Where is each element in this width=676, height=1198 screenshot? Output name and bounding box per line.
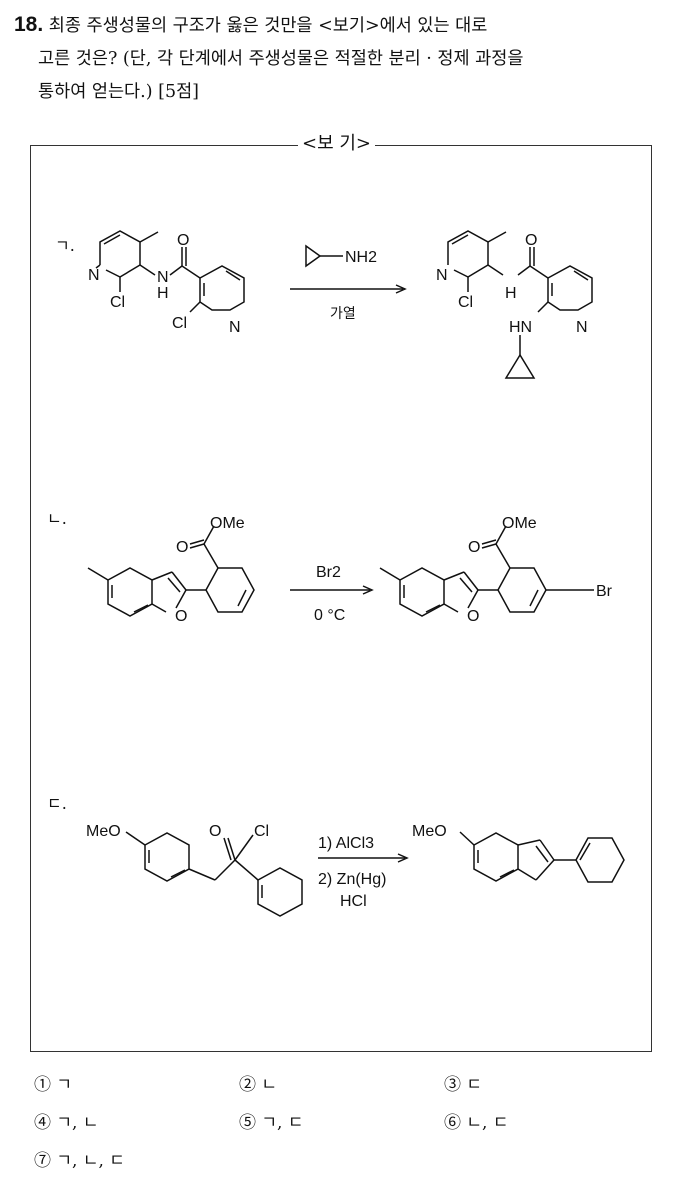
item-label-c: ㄷ. — [47, 794, 67, 813]
atom-a-n2: N — [157, 269, 169, 286]
atom-b-ome2: OMe — [502, 515, 537, 532]
choice-5[interactable]: ⑤ ㄱ, ㄷ — [239, 1113, 304, 1133]
choice-2[interactable]: ② ㄴ — [239, 1075, 278, 1095]
atom-a-p-n1: N — [436, 267, 448, 284]
reagent-c-step1: 1) AlCl3 — [318, 835, 374, 852]
question-line-2: 고른 것은? (단, 각 단계에서 주생성물은 적절한 분리 · 정제 과정을 — [38, 49, 524, 69]
reagent-c-step2b: HCl — [340, 893, 367, 910]
reactant-b — [87, 525, 255, 617]
reagent-b-temp: 0 °C — [314, 607, 345, 624]
question-number: 18. — [14, 13, 44, 36]
choice-1[interactable]: ① ㄱ — [34, 1075, 73, 1095]
reagent-a-nh2: NH2 — [345, 249, 377, 266]
atom-a-cl1: Cl — [110, 294, 125, 311]
atom-c-meo1: MeO — [86, 823, 121, 840]
product-c — [459, 831, 625, 883]
choice-7[interactable]: ⑦ ㄱ, ㄴ, ㄷ — [34, 1151, 125, 1171]
atom-b-br: Br — [596, 583, 613, 600]
reaction-a: N Cl N H O Cl N NH2 가열 — [88, 230, 593, 379]
atom-b-o2: O — [175, 608, 187, 625]
atom-c-o: O — [209, 823, 221, 840]
atom-b-ome1: OMe — [210, 515, 245, 532]
example-box-title: <보 기> — [298, 133, 376, 155]
atom-b-o4: O — [467, 608, 479, 625]
atom-a-h1: H — [157, 285, 169, 302]
arrow-b-head — [362, 585, 374, 595]
atom-a-p-cl: Cl — [458, 294, 473, 311]
atom-a-p-hn: HN — [509, 319, 532, 336]
item-label-b: ㄴ. — [47, 509, 67, 528]
question-line-3: 통하여 얻는다.) [5점] — [38, 82, 200, 102]
atom-a-p-n3: N — [576, 319, 588, 336]
reactant-a-amide — [139, 247, 201, 279]
atom-c-cl: Cl — [254, 823, 269, 840]
atom-b-o3: O — [468, 539, 480, 556]
arrow-a-head — [395, 284, 407, 294]
choice-6[interactable]: ⑥ ㄴ, ㄷ — [444, 1113, 509, 1133]
arrow-c-head — [397, 853, 409, 863]
reagent-a-cyclopropyl — [305, 244, 343, 268]
reactant-a-pyridine-2 — [189, 265, 245, 313]
question-text: 18. 최종 주생성물의 구조가 옳은 것만을 <보기>에서 있는 대로 고른 … — [14, 8, 664, 109]
choice-4[interactable]: ④ ㄱ, ㄴ — [34, 1113, 99, 1133]
reactant-a-pyridine-1 — [95, 230, 159, 292]
atom-c-meo2: MeO — [412, 823, 447, 840]
atom-a-o1: O — [177, 232, 189, 249]
choice-3[interactable]: ③ ㄷ — [444, 1075, 483, 1095]
atom-a-p-o: O — [525, 232, 537, 249]
reaction-b: OMe O O Br2 0 °C OMe O O Br — [87, 515, 613, 625]
product-b — [379, 525, 594, 617]
atom-a-cl2: Cl — [172, 315, 187, 332]
item-label-a: ㄱ. — [55, 236, 75, 255]
reagent-a-heat: 가열 — [330, 306, 356, 322]
atom-a-p-h: H — [505, 285, 517, 302]
reaction-c: MeO O Cl 1) AlCl3 2) Zn(Hg) HCl MeO — [86, 823, 625, 917]
atom-b-o1: O — [176, 539, 188, 556]
reagent-c-step2: 2) Zn(Hg) — [318, 871, 386, 888]
atom-a-n1: N — [88, 267, 100, 284]
question-line-1: 18. 최종 주생성물의 구조가 옳은 것만을 <보기>에서 있는 대로 — [14, 13, 488, 36]
product-a — [447, 230, 593, 379]
atom-a-n3: N — [229, 319, 241, 336]
reagent-b-br2: Br2 — [316, 564, 341, 581]
reactant-c — [125, 831, 303, 917]
